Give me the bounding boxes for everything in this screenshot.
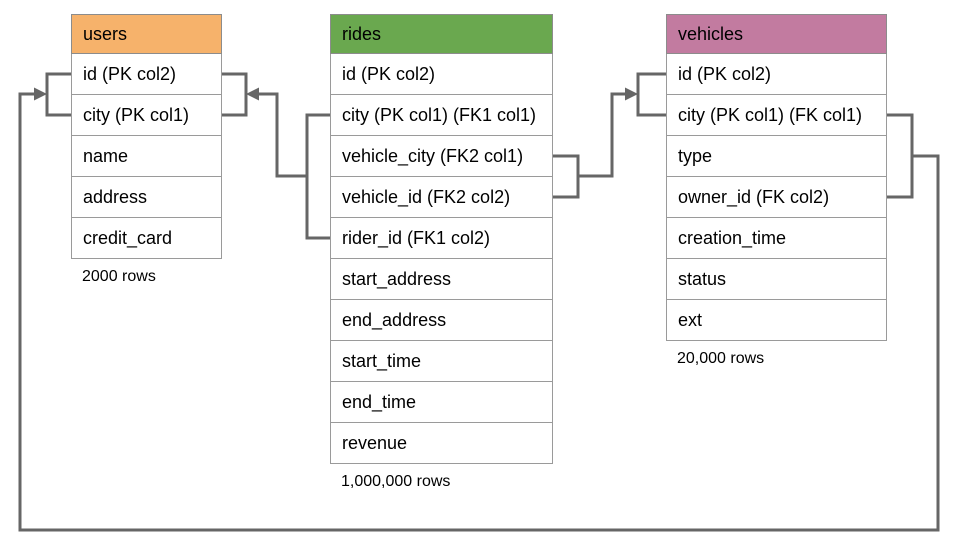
table-column-row: type — [666, 136, 887, 177]
table-column-row: status — [666, 259, 887, 300]
connector-line — [578, 92, 625, 178]
entity-table-vehicles: vehicles id (PK col2)city (PK col1) (FK … — [666, 14, 887, 368]
table-title-bar: vehicles — [666, 14, 887, 54]
table-columns: id (PK col2)city (PK col1) (FK col1)type… — [666, 54, 887, 341]
relationship-rides-vehicles — [553, 72, 666, 199]
connector-bracket-rides-left — [305, 113, 330, 240]
row-count-label: 2000 rows — [82, 268, 156, 285]
arrowhead-left-icon — [246, 87, 259, 101]
table-column-row: ext — [666, 300, 887, 341]
table-column-row: rider_id (FK1 col2) — [330, 218, 553, 259]
table-title: vehicles — [678, 23, 744, 44]
relationship-vehicles-users — [18, 72, 940, 532]
entity-table-rides: rides id (PK col2)city (PK col1) (FK1 co… — [330, 14, 553, 491]
arrowhead-right-icon — [34, 87, 47, 101]
table-column-row: creation_time — [666, 218, 887, 259]
table-title: users — [83, 23, 128, 44]
table-column-row: credit_card — [71, 218, 222, 259]
connector-bracket-vehicles-left — [636, 72, 666, 117]
connector-line — [18, 92, 940, 532]
table-title: rides — [342, 23, 382, 44]
table-column-row: id (PK col2) — [666, 54, 887, 95]
connector-bracket-vehicles-right — [887, 113, 914, 199]
table-column-row: city (PK col1) (FK col1) — [666, 95, 887, 136]
table-column-row: start_address — [330, 259, 553, 300]
table-column-row: name — [71, 136, 222, 177]
table-column-row: city (PK col1) (FK1 col1) — [330, 95, 553, 136]
table-column-row: vehicle_city (FK2 col1) — [330, 136, 553, 177]
table-column-row: end_time — [330, 382, 553, 423]
table-column-row: revenue — [330, 423, 553, 464]
row-count-label: 20,000 rows — [677, 350, 765, 367]
connector-line — [259, 92, 307, 178]
table-title-bar: rides — [330, 14, 553, 54]
table-column-row: owner_id (FK col2) — [666, 177, 887, 218]
table-column-row: city (PK col1) — [71, 95, 222, 136]
arrowhead-right-icon — [625, 87, 638, 101]
relationship-rides-users — [222, 72, 330, 240]
table-column-row: end_address — [330, 300, 553, 341]
table-column-row: id (PK col2) — [330, 54, 553, 95]
row-count-label: 1,000,000 rows — [341, 473, 451, 490]
table-column-row: id (PK col2) — [71, 54, 222, 95]
table-column-row: address — [71, 177, 222, 218]
table-title-bar: users — [71, 14, 222, 54]
table-column-row: vehicle_id (FK2 col2) — [330, 177, 553, 218]
connector-bracket-users-left — [45, 72, 71, 117]
table-columns: id (PK col2)city (PK col1) (FK1 col1)veh… — [330, 54, 553, 464]
connector-bracket-users-right — [222, 72, 248, 117]
table-column-row: start_time — [330, 341, 553, 382]
connector-bracket-rides-right — [553, 154, 580, 199]
